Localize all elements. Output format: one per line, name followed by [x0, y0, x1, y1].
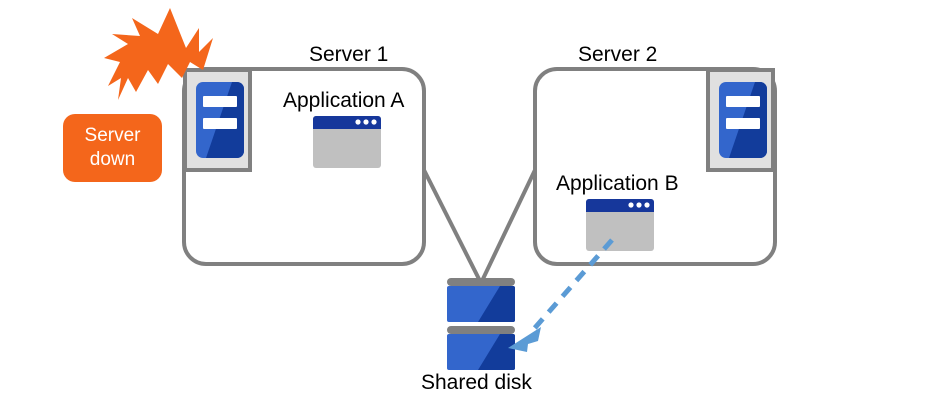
disk-bar-1 — [447, 278, 515, 286]
server-down-badge — [63, 114, 162, 182]
lightning-burst-icon — [104, 8, 213, 100]
application-window-b — [586, 199, 654, 251]
server-1-title: Server 1 — [309, 43, 389, 66]
shared-disk-label: Shared disk — [421, 371, 532, 394]
application-window-a — [313, 116, 381, 168]
server-rack-icon-1 — [183, 68, 252, 172]
disk-bar-2 — [447, 326, 515, 334]
disk-stack-icon — [447, 278, 515, 370]
connector-lines — [422, 169, 537, 284]
server-rack-icon-2 — [706, 68, 775, 172]
server-down-badge-line-1: Server — [84, 125, 141, 146]
application-b-label: Application B — [556, 172, 679, 195]
server-2-title: Server 2 — [578, 43, 658, 66]
connector-server2-disk — [479, 169, 537, 284]
dashed-arrow-appb-to-disk — [508, 238, 614, 352]
application-a-label: Application A — [283, 89, 405, 112]
connector-server1-disk — [422, 169, 483, 284]
server-down-badge-line-2: down — [89, 149, 136, 170]
